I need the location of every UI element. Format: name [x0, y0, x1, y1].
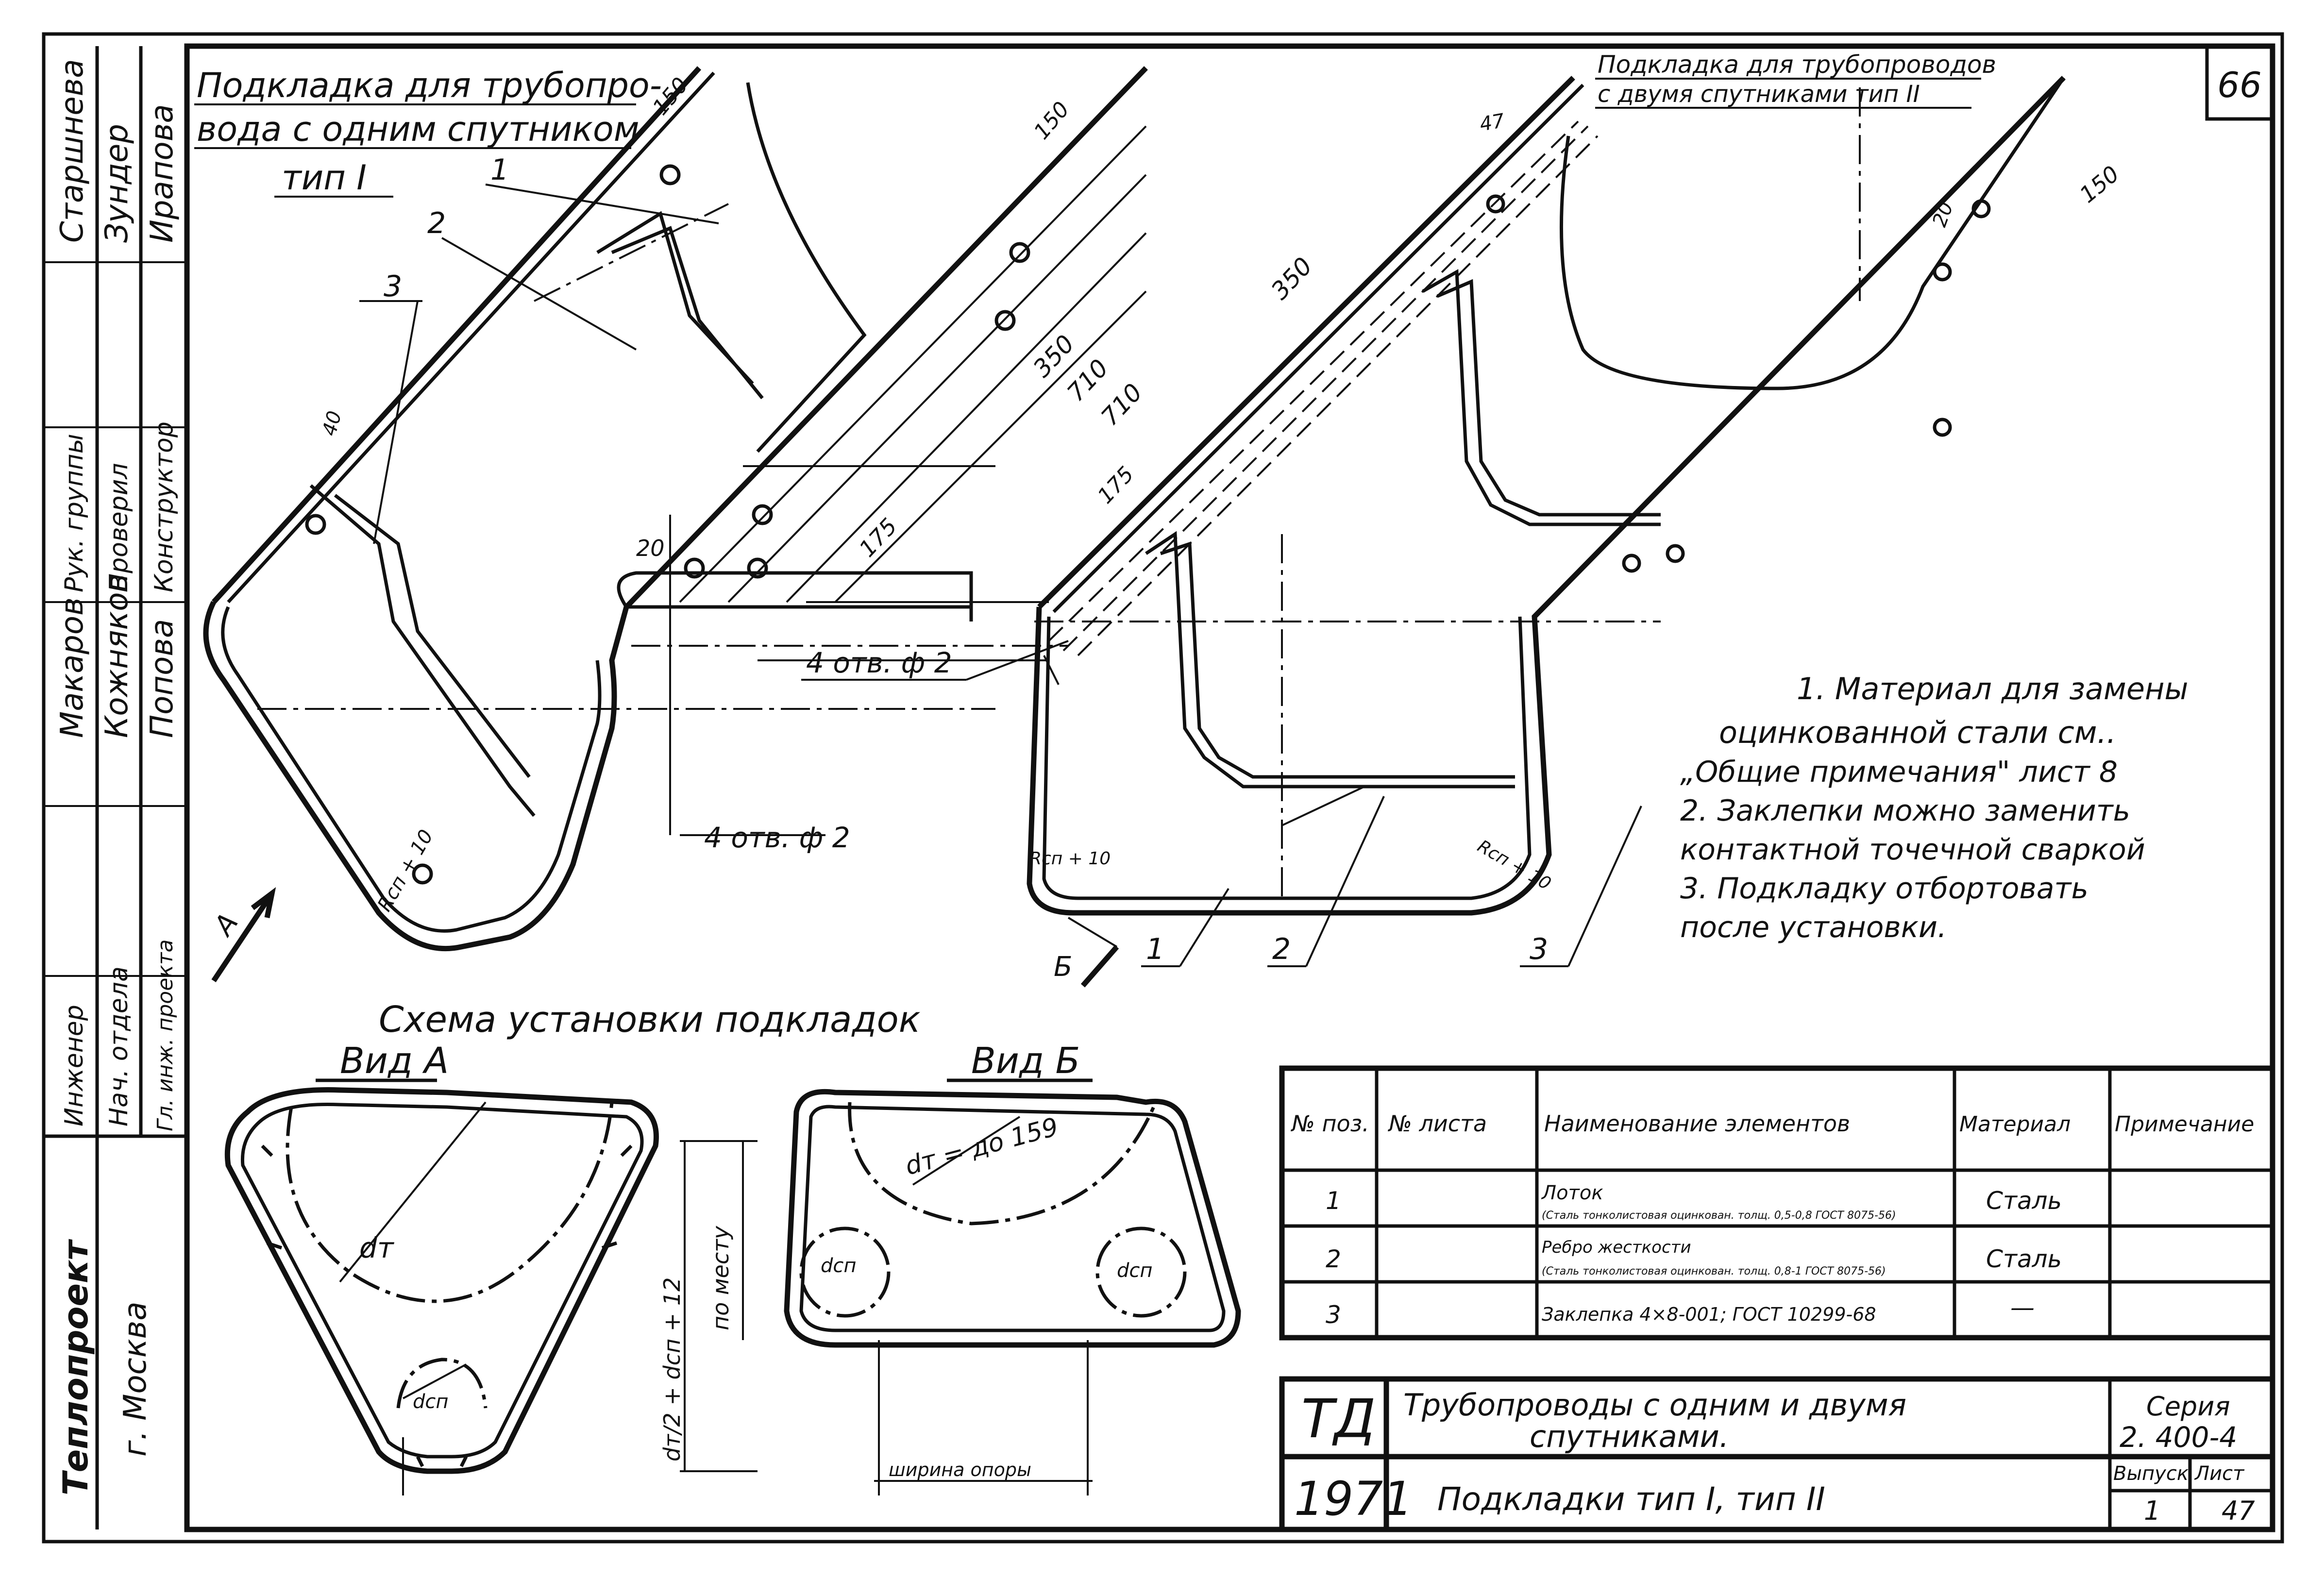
svg-text:после установки.: после установки.: [1680, 910, 1947, 944]
part-type-1-isometric: [203, 66, 1148, 952]
view-b-label: Вид Б: [971, 1040, 1080, 1082]
view-b-dsp-left: dсп: [821, 1255, 857, 1277]
row1-material: Сталь: [1986, 1187, 2062, 1215]
th-note: Примечание: [2115, 1112, 2254, 1137]
view-a-dt: dт: [359, 1231, 395, 1264]
svg-text:контактной точечной сваркой: контактной точечной сваркой: [1680, 833, 2145, 867]
svg-text:оцинкованной стали см..: оцинкованной стали см..: [1719, 715, 2116, 750]
row3-pos: 3: [1326, 1301, 1341, 1329]
stamp-city: г. Москва: [118, 1302, 153, 1457]
title-block: ТД 1971 Трубопроводы с одним и двумя спу…: [1279, 1376, 2275, 1532]
sheet-number-box: [2205, 44, 2274, 121]
th-sheet: № листа: [1387, 1110, 1487, 1137]
support-width-label: ширина опоры: [889, 1459, 1031, 1480]
stamp-role-4: Рук. группы: [60, 434, 89, 592]
svg-text:2. Заклепки можно заменить: 2. Заклепки можно заменить: [1680, 794, 2130, 828]
callout-1-right: 1: [1146, 932, 1164, 966]
callout-3-right: 3: [1530, 932, 1548, 966]
view-arrow-b: Б: [1054, 951, 1072, 983]
stamp-role-2: Нач. отдела: [104, 966, 134, 1126]
tb-title-1: Трубопроводы с одним и двумя: [1403, 1387, 1906, 1423]
row1-pos: 1: [1326, 1187, 1341, 1215]
inner-frame: [184, 43, 2275, 1532]
stamp-name-6: Ирапова: [144, 104, 180, 243]
stamp-name-3: Попова: [144, 619, 180, 738]
th-material: Материал: [1959, 1112, 2071, 1137]
row1-name: Лоток: [1541, 1182, 1603, 1204]
th-name: Наименование элементов: [1544, 1110, 1850, 1137]
tb-series-label: Серия: [2146, 1391, 2230, 1422]
tb-issue: 1: [2144, 1495, 2160, 1526]
tb-sheet-label: Лист: [2194, 1462, 2245, 1485]
view-b-dsp-right: dсп: [1117, 1260, 1153, 1282]
tb-subtitle: Подкладки тип I, тип II: [1437, 1480, 1825, 1518]
stamp-role-3: Гл. инж. проекта: [153, 940, 178, 1131]
outer-frame: [42, 32, 2284, 1544]
svg-text:3. Подкладку отбортовать: 3. Подкладку отбортовать: [1680, 872, 2088, 906]
left-title-line-2: вода с одним спутником: [197, 109, 640, 149]
th-pos: № поз.: [1290, 1110, 1369, 1137]
view-a-drawing: dт dсп: [224, 1087, 659, 1495]
row2-detail: (Сталь тонколистовая оцинкован. толщ. 0,…: [1542, 1265, 1886, 1277]
right-title-line-1: Подкладка для трубопроводов: [1598, 50, 1996, 79]
tb-issue-label: Выпуск: [2113, 1462, 2189, 1485]
stamp-name-5: Зундер: [99, 124, 135, 243]
dim-between-views: dт/2 + dсп + 12 по месту: [659, 1140, 758, 1472]
stamp-role-5: Проверил: [104, 463, 134, 592]
left-title-line-1: Подкладка для трубопро-: [197, 66, 662, 105]
side-stamp: Макаров Кожняков Попова Старшнева Зундер…: [44, 46, 187, 1529]
row1-detail: (Сталь тонколистовая оцинкован. толщ. 0,…: [1542, 1209, 1896, 1222]
callout-2-left: 2: [427, 206, 446, 240]
row2-pos: 2: [1326, 1245, 1341, 1273]
stamp-name-2: Кожняков: [99, 574, 135, 738]
svg-text:„Общие примечания" лист 8: „Общие примечания" лист 8: [1680, 755, 2118, 789]
row2-material: Сталь: [1986, 1245, 2062, 1273]
stamp-org: Теплопроект: [56, 1239, 96, 1495]
sheet-number: 66: [2217, 65, 2262, 105]
view-a-dsp: dсп: [413, 1391, 449, 1413]
stamp-role-6: Конструктор: [150, 421, 179, 592]
dim-47: 47: [1478, 110, 1507, 136]
dim-po-mestu: по месту: [707, 1226, 734, 1330]
holes-label-2: 4 отв. ф 2: [704, 821, 850, 854]
dim-20-left: 20: [636, 535, 665, 561]
right-title-line-2: с двумя спутниками тип II: [1598, 81, 1920, 108]
tb-sheet: 47: [2222, 1495, 2255, 1526]
rcp-mid: Rcп + 10: [1029, 849, 1111, 869]
general-notes: 1. Материал для замены оцинкованной стал…: [1680, 671, 2188, 944]
stamp-name-1: Макаров: [54, 597, 90, 738]
callout-1-left: 1: [490, 153, 509, 187]
view-a-label: Вид А: [340, 1040, 449, 1082]
tb-year: 1971: [1294, 1472, 1413, 1526]
tb-series: 2. 400-4: [2120, 1421, 2237, 1454]
row2-name: Ребро жесткости: [1542, 1238, 1691, 1257]
stamp-name-4: Старшнева: [54, 59, 90, 243]
spec-table: № поз. № листа Наименование элементов Ма…: [1279, 1065, 2275, 1341]
callout-2-right: 2: [1272, 932, 1291, 966]
row3-name: Заклепка 4×8-001; ГОСТ 10299-68: [1542, 1304, 1876, 1325]
part-type-2-isometric: [1027, 76, 2066, 948]
row3-material: —: [2010, 1293, 2035, 1322]
callout-3-left: 3: [384, 269, 402, 303]
holes-label-1: 4 отв. ф 2: [806, 646, 952, 679]
scheme-title: Схема установки подкладок: [379, 999, 921, 1041]
left-type-label: тип I: [282, 158, 367, 198]
stamp-role-1: Инженер: [60, 1005, 89, 1126]
tb-td: ТД: [1301, 1388, 1376, 1450]
dim-formula: dт/2 + dсп + 12: [659, 1277, 685, 1461]
tb-title-2: спутниками.: [1530, 1419, 1729, 1454]
svg-text:1. Материал для замены: 1. Материал для замены: [1797, 671, 2188, 706]
